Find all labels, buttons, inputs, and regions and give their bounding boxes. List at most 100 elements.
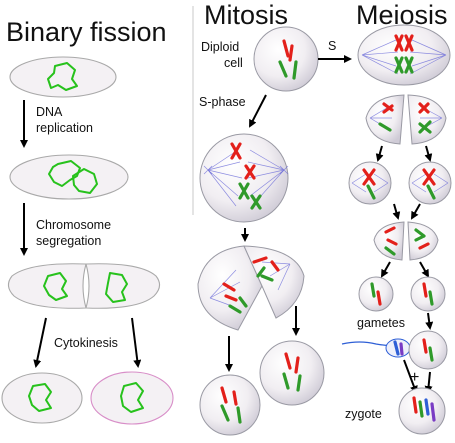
chromosome-green [296,374,302,392]
chromosome-red [376,290,382,306]
chromosome-green [292,60,298,80]
meiosis-i-right [407,94,447,145]
chromosome-red [422,338,428,354]
chromosome-red [384,226,398,246]
arrow-down [424,145,433,162]
meiosis-ii-cell-left [348,161,392,205]
title-binary-fission: Binary fission [6,17,167,47]
chromosome-green [426,184,436,200]
arrow-down [249,94,267,128]
daughter-dna-right [120,382,144,413]
arrow-down-right [131,317,142,368]
sperm-gamete [341,338,411,358]
homolog-green [404,56,414,74]
daughter-cell-right [90,371,174,425]
label-segregation: segregation [36,234,101,248]
binary-fission-column: DNA replication Chromosome segregation C… [1,56,174,425]
arrow-down [411,203,421,220]
mitosis-column: Diploid cell S S-phase [197,26,352,436]
homolog-red [404,34,414,52]
chromosome-red [418,102,430,114]
label-cell: cell [224,56,243,70]
label-diploid: Diploid [201,40,239,54]
chromosome-green [370,282,376,298]
spindle-fibers [361,39,447,75]
chromosome-blue [424,398,430,416]
label-s-phase: S-phase [199,95,246,109]
chromosome-red [362,168,376,186]
metaphase-cell [199,133,289,223]
label-replication: replication [36,121,93,135]
chromosome-green [414,228,426,242]
chromosome-green [428,290,434,306]
meiosis-i-cell [357,24,451,86]
sister-chromatids-green [238,182,250,200]
spindle-fibers [411,173,449,193]
sister-chromatids-green [250,194,262,210]
dna-right [105,272,128,303]
chromosome-red [224,294,238,302]
arrow-down [419,261,429,278]
homolog-green [394,56,404,74]
sister-chromatids-red [230,142,242,160]
label-plus: + [410,369,419,386]
daughter-cell-left [199,374,261,436]
dividing-cell-right-half [85,263,161,309]
chromosome-red [422,168,436,186]
chromosome-green [418,120,432,134]
chromosome-purple [430,402,436,422]
label-cytokinesis: Cytokinesis [54,336,118,350]
arrow-down [381,261,391,278]
meiosis-ii-cell-right [408,161,452,205]
chromosome-green [228,296,248,314]
daughter-cell-right [259,340,325,406]
meiosis-column: gametes + zygote [341,24,452,435]
dna-copy-1 [48,160,81,187]
chromosome-red [284,352,292,370]
arrow-to-zygote [403,359,418,394]
chromosome-red [270,260,280,272]
title-mitosis: Mitosis [204,0,288,30]
chromosome-red [222,282,236,292]
chromosome-green [236,406,242,424]
chromosome-green [384,246,396,256]
chromosome-green [418,400,424,418]
chromosome-green [428,346,434,362]
chromosome-red [220,386,228,404]
dividing-cell-left-half [7,263,87,309]
chromosome-red [282,39,290,58]
label-chromosome: Chromosome [36,218,111,232]
daughter-dna-left [28,383,52,412]
label-s: S [328,39,336,53]
chromosome-green [256,266,274,282]
chromosome-red [422,282,428,298]
diploid-cell [253,26,319,92]
label-dna: DNA [36,105,63,119]
label-gametes: gametes [357,316,405,330]
arrow-down [392,203,401,220]
gamete [358,276,394,312]
chromosome-red [382,102,394,114]
chromosome-green [282,372,290,390]
chromosome-red [412,396,418,414]
spindle-fibers [203,149,289,207]
label-zygote: zygote [345,407,382,421]
bacterial-dna [47,62,78,91]
dna-copy-2 [72,168,98,194]
bacterium-cell [9,56,117,98]
daughter-cell-left [1,372,83,424]
chromosome-green [278,60,288,78]
arrow-down [375,145,384,162]
chromosome-green [366,184,376,200]
chromosome-red [294,356,300,374]
chromosome-red [418,242,430,250]
chromosome-red [252,256,268,264]
chromosome-green [220,404,230,422]
meiosis-i-left [365,94,405,145]
chromosome-green [378,122,392,132]
sister-chromatids-red [244,164,256,180]
elongated-cell [9,154,129,200]
chromosome-red [288,44,294,62]
homolog-red [394,34,404,52]
